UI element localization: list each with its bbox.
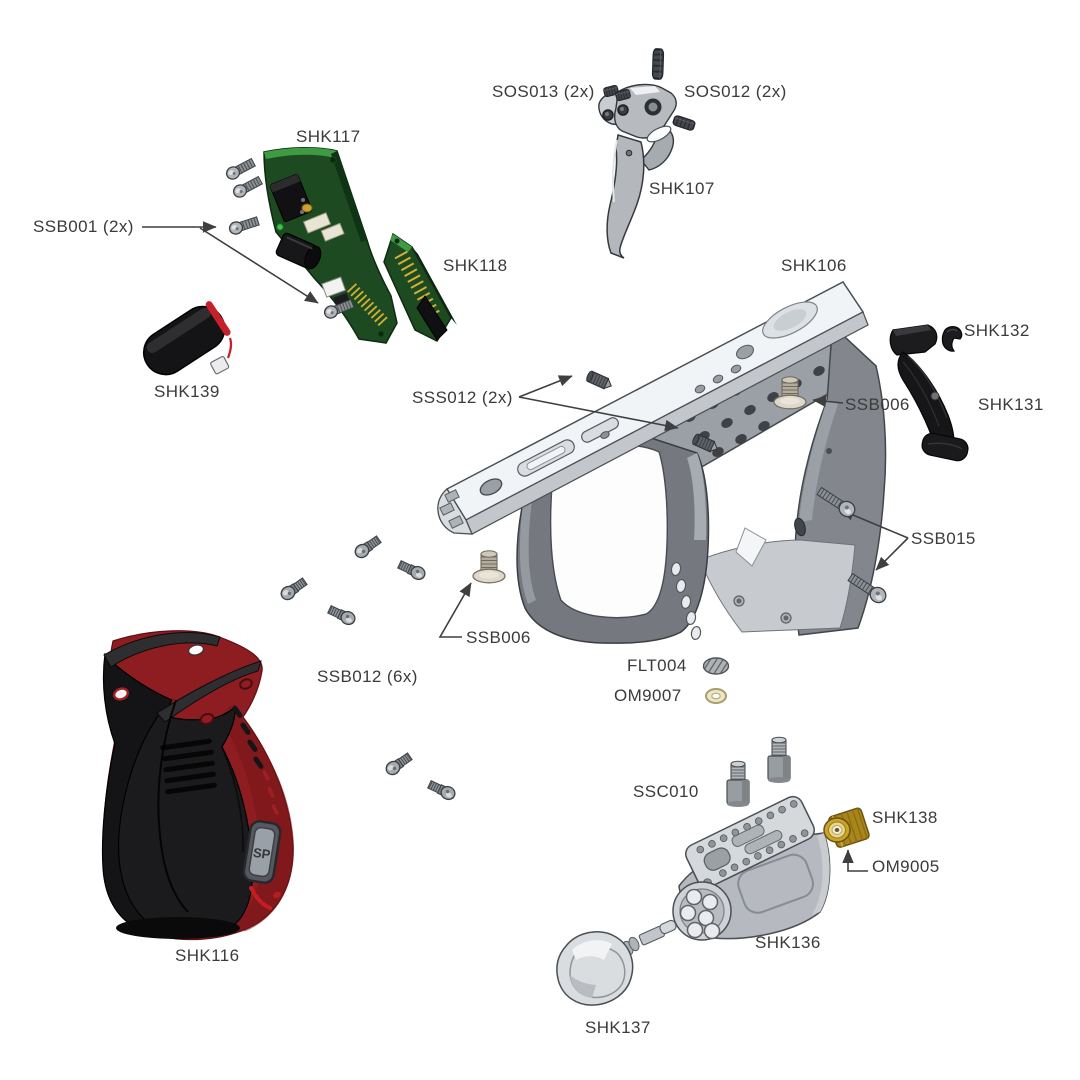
label-shk138: SHK138 xyxy=(872,808,938,827)
leader-ssb006-left xyxy=(438,582,472,638)
label-shk132: SHK132 xyxy=(964,321,1030,340)
leader-ssb001-b xyxy=(199,227,319,304)
label-shk107: SHK107 xyxy=(649,179,715,198)
label-ssc010: SSC010 xyxy=(633,782,699,801)
label-ssb001: SSB001 (2x) xyxy=(33,217,134,236)
part-shk136-body xyxy=(672,795,831,941)
label-shk117: SHK117 xyxy=(296,127,361,146)
front-strap-holes xyxy=(670,561,702,641)
label-om9005: OM9005 xyxy=(872,857,940,876)
grip-logo-badge: SP xyxy=(242,820,282,884)
part-om9007-oring xyxy=(705,688,727,704)
label-ssb006-right: SSB006 xyxy=(845,395,910,414)
label-shk118: SHK118 xyxy=(443,256,508,275)
label-sos013: SOS013 (2x) xyxy=(492,82,595,101)
grip-badge-text: SP xyxy=(252,845,272,863)
label-sss012: SSS012 (2x) xyxy=(412,388,513,407)
part-sss012-screw-1 xyxy=(584,369,615,392)
part-shk138-plug xyxy=(823,807,870,848)
leader-sss012-b xyxy=(518,396,679,432)
part-shk132-clip xyxy=(941,326,963,352)
leader-om9005 xyxy=(842,849,868,872)
part-ssb001-screw-1 xyxy=(227,214,261,237)
leader-ssb006-right xyxy=(812,395,844,408)
part-screw-shk117-a xyxy=(223,156,257,182)
part-sos012-screw-top xyxy=(651,48,665,80)
leader-ssb015-b xyxy=(875,537,909,571)
part-ssb012-screw-4 xyxy=(326,602,358,628)
label-ssb012: SSB012 (6x) xyxy=(317,667,418,686)
part-shk106-frame xyxy=(437,281,887,644)
gold-connector-pins xyxy=(346,283,388,327)
label-shk136: SHK136 xyxy=(755,933,821,952)
label-shk137: SHK137 xyxy=(585,1018,651,1037)
part-shk107-trigger xyxy=(598,83,677,259)
label-ssb006-left: SSB006 xyxy=(466,628,531,647)
leader-sss012-a xyxy=(518,375,573,398)
part-ssb012-screw-5 xyxy=(383,750,415,778)
part-shk137-knob xyxy=(556,919,677,1006)
body-bores xyxy=(679,888,721,940)
label-ssb015: SSB015 xyxy=(911,529,976,548)
label-shk116: SHK116 xyxy=(175,946,240,965)
part-ssb012-screw-3 xyxy=(278,575,310,603)
part-sos012-screw-side xyxy=(671,114,697,132)
part-ssb012-screw-6 xyxy=(426,777,458,803)
label-sos012: SOS012 (2x) xyxy=(684,82,787,101)
label-shk131: SHK131 xyxy=(978,395,1044,414)
part-ssb006-screw-left xyxy=(472,550,506,584)
part-shk116-grip: SP xyxy=(101,630,295,941)
part-ssc010-screw-2 xyxy=(767,736,791,784)
label-shk106: SHK106 xyxy=(781,256,847,275)
part-shk117-board xyxy=(263,146,398,344)
part-ssc010-screw-1 xyxy=(726,760,750,808)
part-flt004-filter xyxy=(702,657,730,675)
label-shk139: SHK139 xyxy=(154,382,220,401)
label-om9007: OM9007 xyxy=(614,686,682,705)
part-shk118-board xyxy=(383,232,457,342)
part-ssb012-screw-1 xyxy=(352,533,384,561)
part-shk131-lever xyxy=(889,324,969,462)
label-flt004: FLT004 xyxy=(627,656,687,675)
part-ssb012-screw-2 xyxy=(396,557,428,583)
part-shk139-battery xyxy=(142,301,233,376)
